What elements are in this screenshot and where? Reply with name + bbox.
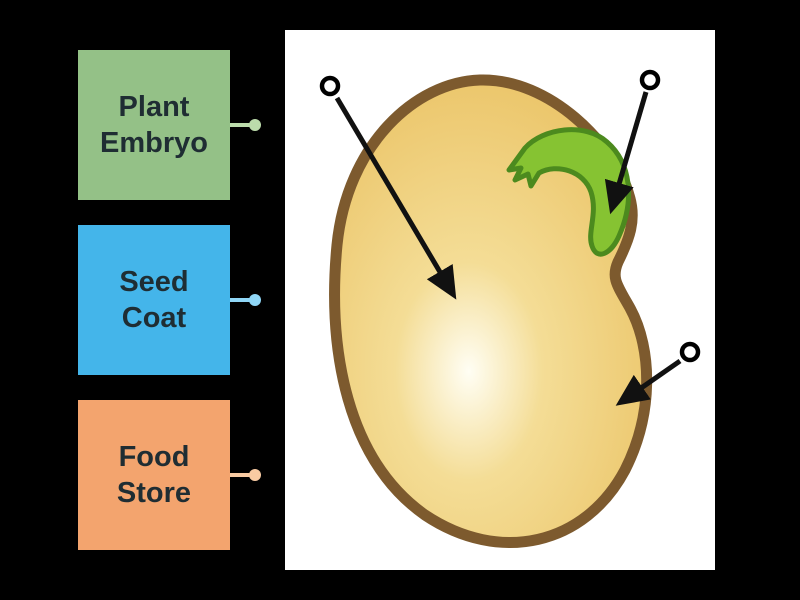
card-connector xyxy=(230,469,261,481)
pointer-food-store[interactable] xyxy=(319,75,457,300)
label-card-text: Plant xyxy=(118,90,190,123)
connector-dot xyxy=(249,469,261,481)
pointer-plant-embryo[interactable] xyxy=(604,69,661,215)
card-connector xyxy=(230,294,261,306)
drop-target-circle[interactable] xyxy=(639,69,661,91)
label-card-text: Embryo xyxy=(100,127,208,159)
label-card-food-store[interactable]: Food Store xyxy=(78,400,261,550)
connector-stub xyxy=(230,123,250,127)
connector-stub xyxy=(230,473,250,477)
drop-target-circle[interactable] xyxy=(319,75,341,97)
label-card-text: Coat xyxy=(121,302,187,334)
drop-target-circle[interactable] xyxy=(679,341,701,363)
label-card-seed-coat[interactable]: Seed Coat xyxy=(78,225,261,375)
connector-dot xyxy=(249,119,261,131)
pointer-line xyxy=(334,96,457,300)
label-card-text: Food xyxy=(118,440,190,473)
plant-embryo-shape xyxy=(506,127,632,257)
diagram-panel xyxy=(285,30,715,570)
connector-stub xyxy=(230,298,250,302)
card-connector xyxy=(230,119,261,131)
pointer-line xyxy=(615,358,682,406)
pointer-seed-coat[interactable] xyxy=(615,341,701,406)
label-card-plant-embryo[interactable]: Plant Embryo xyxy=(78,50,261,200)
pointer-line xyxy=(604,91,649,215)
label-card-text: Seed xyxy=(119,265,189,298)
label-card-text: Store xyxy=(116,477,192,509)
connector-dot xyxy=(249,294,261,306)
